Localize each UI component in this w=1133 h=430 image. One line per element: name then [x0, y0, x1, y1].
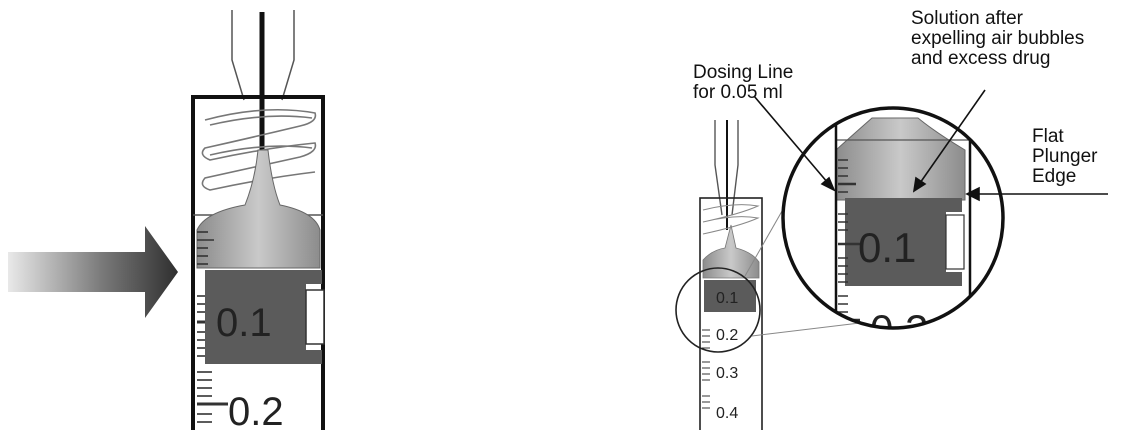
small-barrel — [699, 197, 763, 430]
small-label-1: 0.2 — [716, 327, 738, 344]
flat-plunger-edge-label: Flat Plunger Edge — [1032, 126, 1103, 187]
magnifier-ring — [781, 106, 1005, 330]
liquid — [196, 149, 321, 269]
dosing-line-label: Dosing Line for 0.05 ml — [693, 62, 799, 103]
magnified-view: 0.1 0.2 — [783, 108, 1003, 353]
scale-label: 0.2 — [228, 390, 284, 430]
plunger-stopper — [205, 270, 322, 364]
annotation-arrows — [753, 89, 1108, 202]
small-plunger — [704, 280, 756, 312]
left-syringe: 0.1 0.2 — [8, 10, 325, 430]
syringe-barrel — [191, 95, 325, 430]
small-ticks — [702, 329, 710, 409]
magnified-label-0: 0.1 — [858, 224, 916, 271]
magnified-label-1: 0.2 — [870, 306, 928, 353]
small-label-3: 0.4 — [716, 405, 738, 422]
small-label-2: 0.3 — [716, 365, 738, 382]
zoom-source-circle — [675, 267, 761, 353]
solution-label: Solution after expelling air bubbles and… — [911, 8, 1090, 69]
right-syringe: 0.1 0.2 0.3 0.4 — [675, 8, 1108, 430]
pointer-arrow — [8, 226, 178, 318]
plunger-label: 0.1 — [216, 301, 272, 345]
small-label-0: 0.1 — [716, 290, 738, 307]
